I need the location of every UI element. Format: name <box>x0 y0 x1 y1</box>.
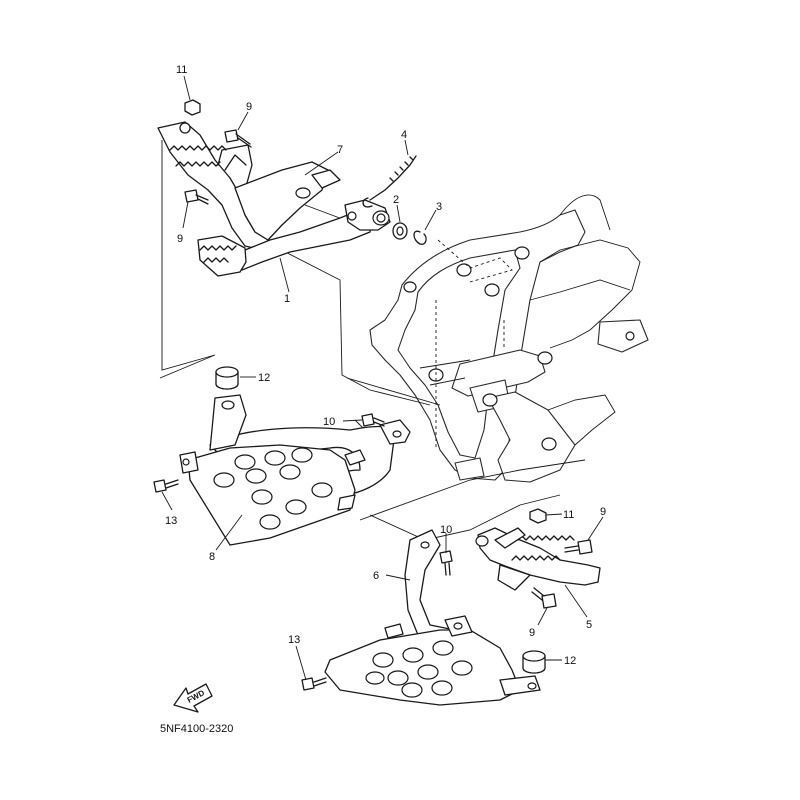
callout-11-right: 11 <box>563 509 574 521</box>
left-footrest-bracket <box>179 394 411 546</box>
part-number-code: 5NF4100-2320 <box>160 723 233 735</box>
callout-5: 5 <box>586 619 592 631</box>
brake-pedal-assembly <box>157 99 427 277</box>
callout-9-lower: 9 <box>529 627 535 639</box>
callout-9-right: 9 <box>600 506 606 518</box>
bolt-13-lower <box>301 677 327 691</box>
callout-1: 1 <box>284 293 290 305</box>
callout-3: 3 <box>436 201 442 213</box>
callout-12-lower: 12 <box>564 655 576 667</box>
callout-13-lower: 13 <box>288 634 300 646</box>
callout-leaders <box>161 75 604 681</box>
callout-7: 7 <box>337 144 343 156</box>
bolt-10-upper <box>361 413 385 427</box>
callout-6: 6 <box>373 570 379 582</box>
callout-9-top: 9 <box>246 101 252 113</box>
callout-9-left: 9 <box>177 233 183 245</box>
right-footrest-assembly <box>475 508 601 609</box>
vehicle-frame <box>369 194 649 483</box>
callout-4: 4 <box>401 129 407 141</box>
callout-13-upper: 13 <box>165 515 177 527</box>
right-footrest-bracket <box>324 529 541 706</box>
callout-10-upper: 10 <box>323 416 335 428</box>
callout-10-lower: 10 <box>440 524 452 536</box>
rubber-damper-upper <box>215 366 239 390</box>
bolt-10-lower <box>439 550 453 576</box>
callout-2: 2 <box>393 194 399 206</box>
forward-direction-arrow: FWD <box>173 683 213 713</box>
assembly-guide-lines <box>159 140 586 541</box>
callout-labels: 11 9 7 4 2 3 9 1 12 10 13 8 11 9 10 6 5 … <box>165 64 606 667</box>
rubber-damper-lower <box>522 650 546 674</box>
callout-12-upper: 12 <box>258 372 270 384</box>
callout-8: 8 <box>209 551 215 563</box>
callout-11-top: 11 <box>176 64 187 76</box>
bolt-13-upper <box>153 479 179 493</box>
